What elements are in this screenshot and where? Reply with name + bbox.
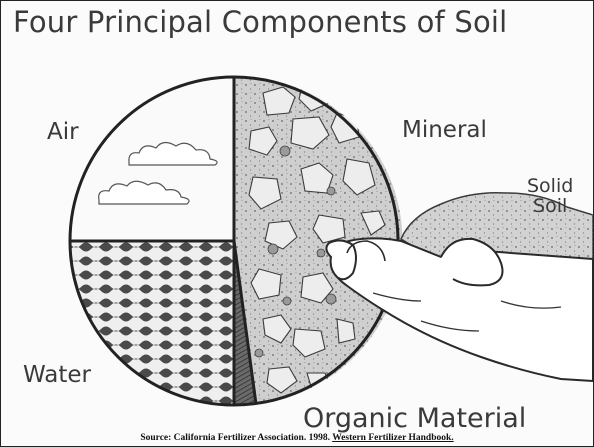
air-section: [61, 71, 241, 246]
diagram-title: Four Principal Components of Soil: [13, 5, 507, 39]
solid-soil-label-line2: Soil: [527, 197, 573, 217]
water-label: Water: [23, 364, 91, 387]
solid-soil-label-line1: Solid: [527, 177, 573, 197]
mineral-label: Mineral: [402, 119, 487, 142]
source-prefix: Source: California Fertilizer Associatio…: [140, 433, 330, 443]
source-book-title: Western Fertilizer Handbook.: [332, 433, 453, 443]
air-label: Air: [47, 121, 79, 144]
organic-material-label: Organic Material: [303, 405, 526, 432]
solid-soil-label: Solid Soil: [527, 177, 573, 217]
source-citation: Source: California Fertilizer Associatio…: [1, 433, 593, 443]
